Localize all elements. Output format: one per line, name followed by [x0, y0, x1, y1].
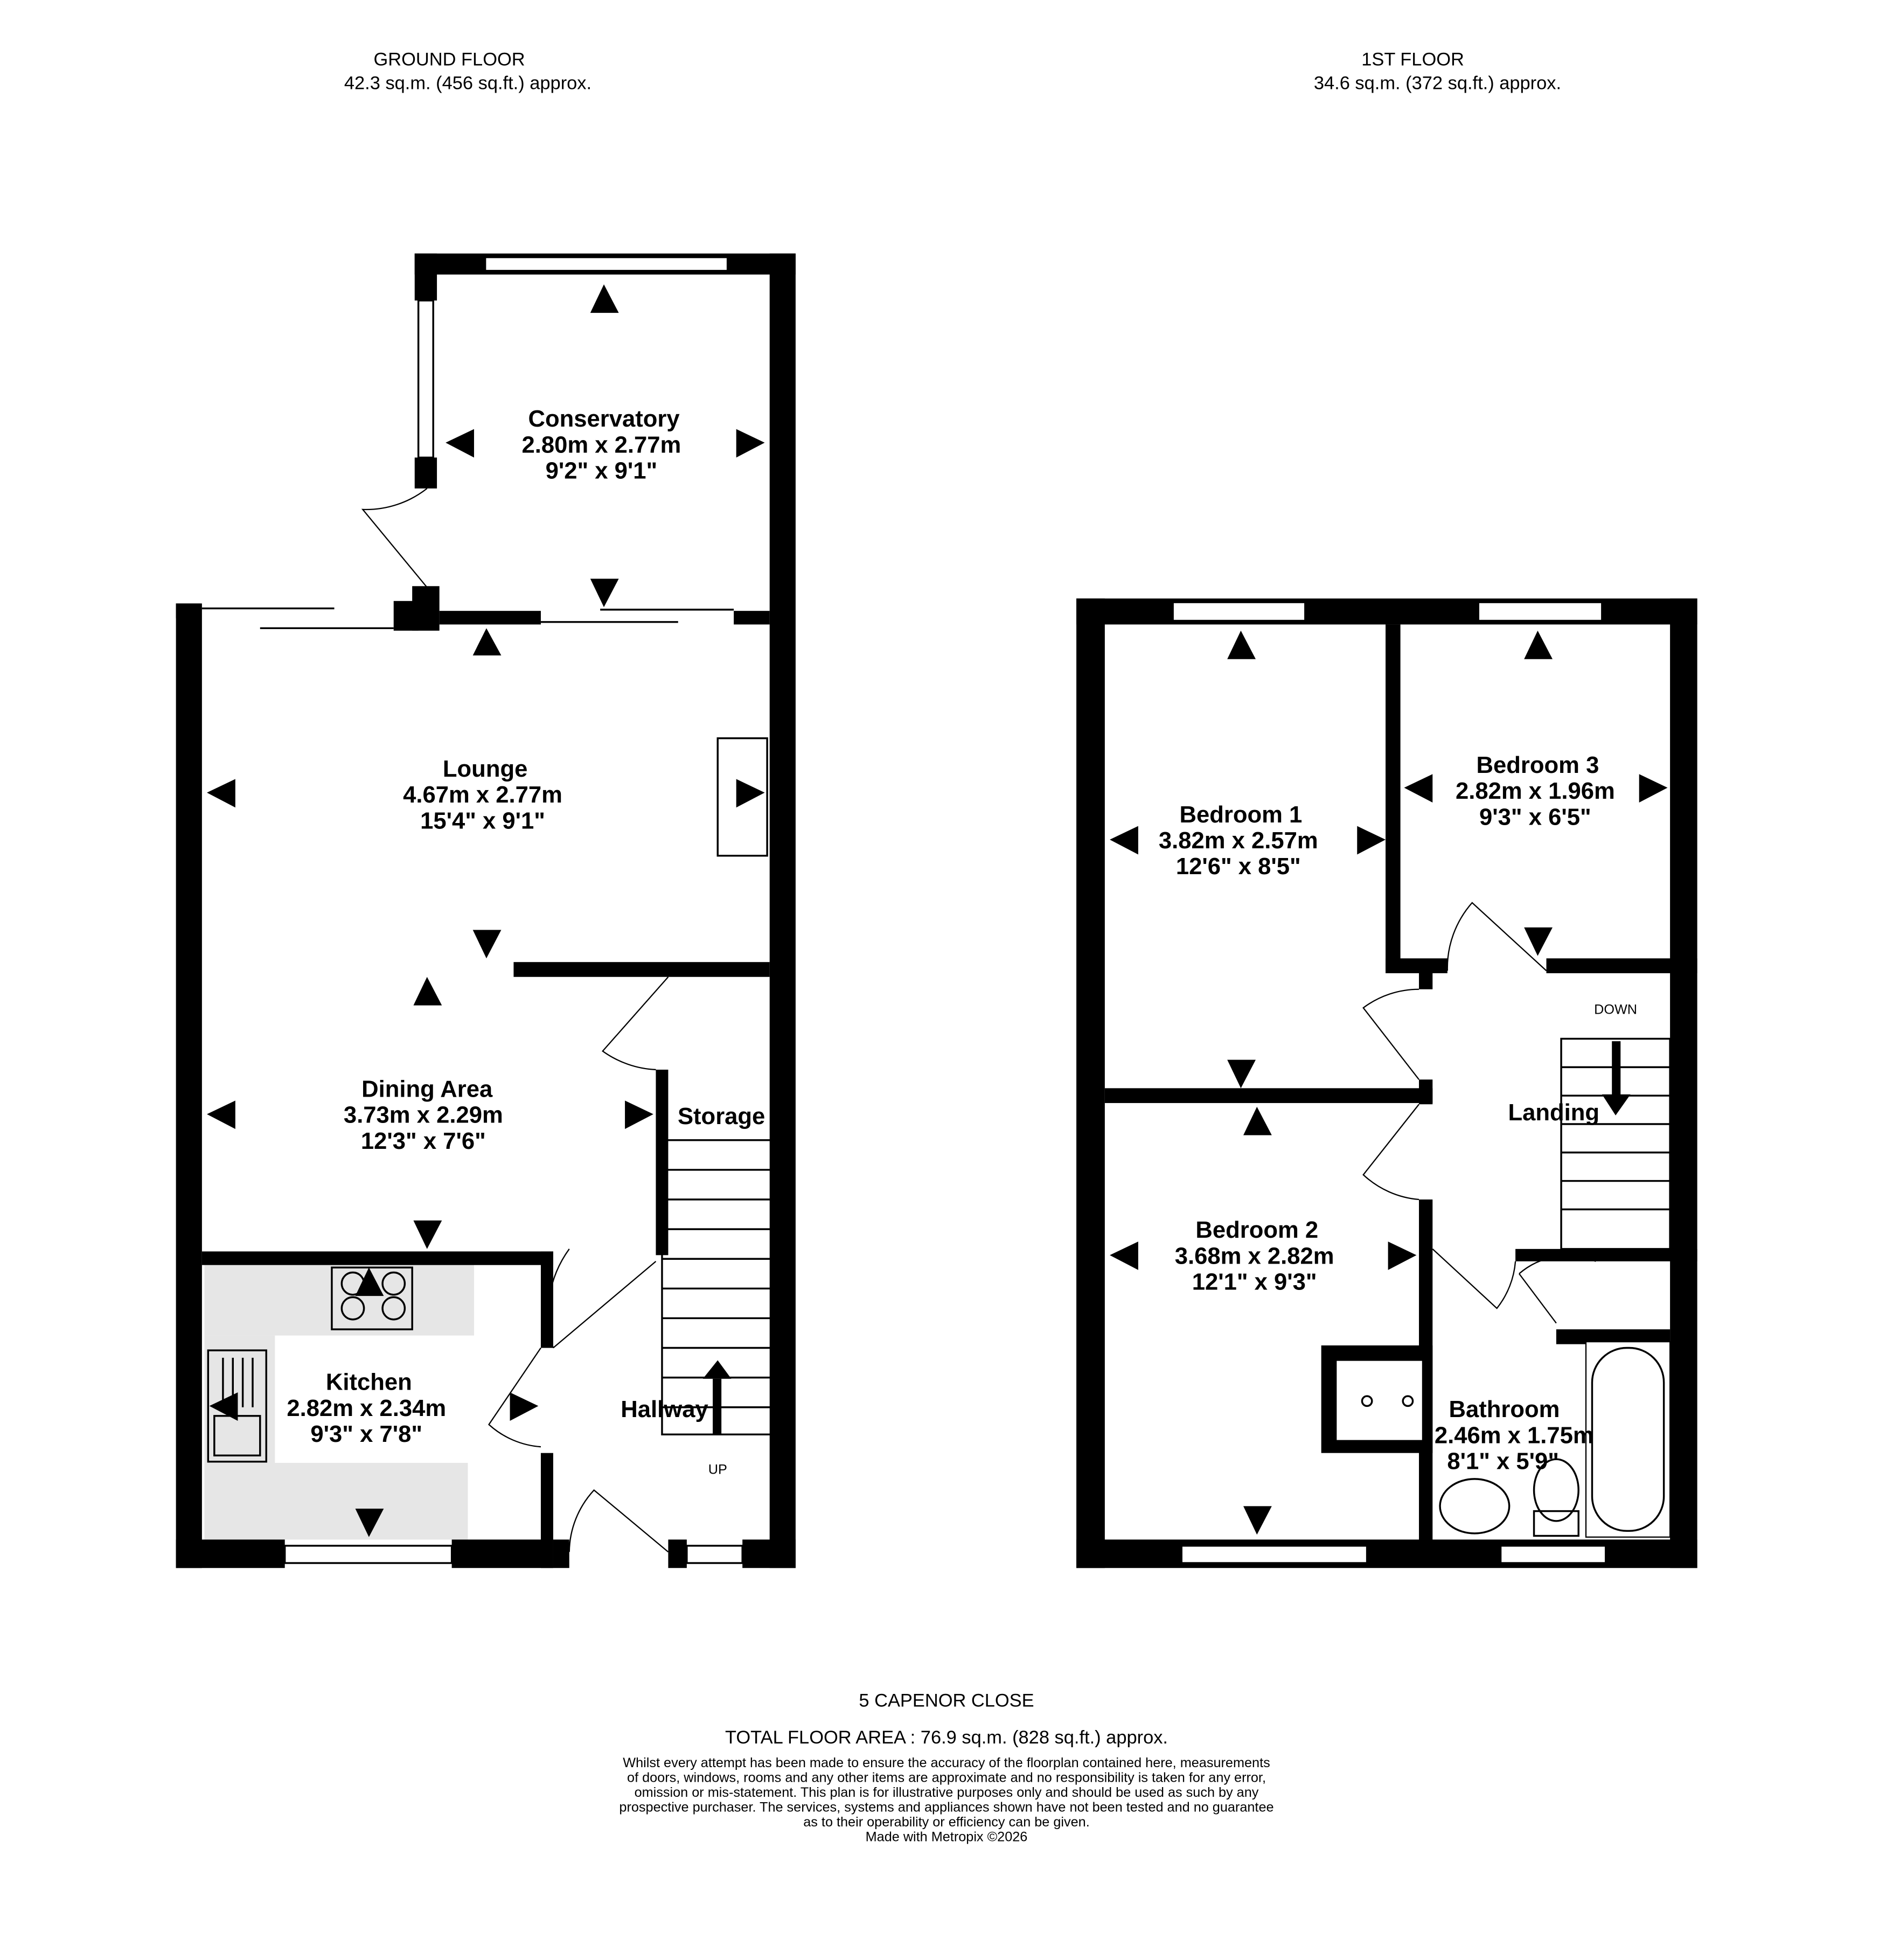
disclaimer-line: of doors, windows, rooms and any other i…	[627, 1770, 1266, 1785]
hob	[331, 1266, 413, 1330]
fireplace	[716, 737, 768, 857]
address: 5 CAPENOR CLOSE	[859, 1690, 1034, 1711]
stairs-down	[1560, 1037, 1671, 1250]
disclaimer-line: omission or mis-statement. This plan is …	[635, 1785, 1259, 1800]
bedroom1-name: Bedroom 1	[1180, 802, 1303, 828]
window	[686, 1545, 743, 1564]
conservatory-metric: 2.80m x 2.77m	[522, 432, 681, 458]
bathroom-name: Bathroom	[1449, 1397, 1560, 1422]
bathroom-metric: 2.46m x 1.75m	[1435, 1422, 1594, 1448]
dining-name: Dining Area	[361, 1076, 493, 1102]
kitchen-name: Kitchen	[326, 1370, 412, 1396]
walls	[176, 253, 796, 1568]
bathroom-imperial: 8'1" x 5'9"	[1447, 1449, 1559, 1475]
first-floor-area: 34.6 sq.m. (372 sq.ft.) approx.	[1314, 73, 1561, 93]
disclaimer-line: prospective purchaser. The services, sys…	[619, 1799, 1273, 1815]
bath	[1585, 1341, 1671, 1538]
dining-metric: 3.73m x 2.29m	[344, 1103, 503, 1128]
doors	[1362, 902, 1596, 1324]
toilet	[1533, 1458, 1579, 1537]
storage-name: Storage	[678, 1104, 765, 1129]
bedroom2-imperial: 12'1" x 9'3"	[1192, 1270, 1317, 1295]
bedroom3-imperial: 9'3" x 6'5"	[1479, 804, 1591, 830]
ground-floor-plan	[176, 253, 796, 1568]
window	[1499, 1545, 1607, 1564]
lounge-metric: 4.67m x 2.77m	[403, 782, 562, 808]
kitchen-counter	[204, 1463, 468, 1540]
conservatory-imperial: 9'2" x 9'1"	[546, 458, 658, 484]
arrow-down-icon	[1602, 1094, 1631, 1115]
kitchen-imperial: 9'3" x 7'8"	[310, 1421, 422, 1447]
doors	[361, 487, 669, 1553]
stairs-down-label: DOWN	[1594, 1002, 1637, 1017]
disclaimer-line: as to their operability or efficiency ca…	[803, 1815, 1089, 1830]
bedroom1-imperial: 12'6" x 8'5"	[1176, 854, 1301, 880]
bedroom3-metric: 2.82m x 1.96m	[1456, 778, 1615, 804]
lounge-name: Lounge	[443, 756, 527, 782]
ground-floor-title: GROUND FLOOR	[373, 50, 525, 70]
first-floor-title: 1ST FLOOR	[1361, 50, 1464, 70]
dimension-arrows	[1110, 630, 1668, 1535]
dimension-arrows	[207, 284, 765, 1537]
window	[283, 1545, 453, 1564]
landing-name: Landing	[1508, 1100, 1600, 1126]
lounge-imperial: 15'4" x 9'1"	[420, 808, 545, 834]
window	[1477, 601, 1603, 622]
sink	[207, 1349, 267, 1463]
ground-floor-area: 42.3 sq.m. (456 sq.ft.) approx.	[344, 73, 591, 93]
shower	[1335, 1359, 1424, 1441]
window	[1172, 601, 1306, 622]
first-floor-plan	[1076, 598, 1697, 1568]
kitchen-counter	[204, 1265, 474, 1336]
basin	[1439, 1478, 1511, 1534]
arrow-up-icon	[702, 1360, 732, 1379]
stairs-up-label: UP	[708, 1462, 727, 1477]
credit: Made with Metropix ©2026	[866, 1830, 1028, 1845]
conservatory-name: Conservatory	[528, 406, 680, 432]
window	[417, 299, 434, 459]
dining-imperial: 12'3" x 7'6"	[361, 1128, 486, 1154]
stairs-up	[661, 1139, 775, 1435]
hallway-name: Hallway	[621, 1397, 708, 1422]
window	[484, 256, 729, 272]
kitchen-metric: 2.82m x 2.34m	[287, 1396, 446, 1421]
total-floor-area: TOTAL FLOOR AREA : 76.9 sq.m. (828 sq.ft…	[725, 1727, 1168, 1748]
window	[1180, 1545, 1368, 1564]
bedroom2-metric: 3.68m x 2.82m	[1175, 1243, 1334, 1269]
bedroom2-name: Bedroom 2	[1195, 1217, 1318, 1243]
bedroom3-name: Bedroom 3	[1477, 752, 1599, 778]
disclaimer-line: Whilst every attempt has been made to en…	[623, 1755, 1270, 1770]
bedroom1-metric: 3.82m x 2.57m	[1159, 828, 1318, 854]
